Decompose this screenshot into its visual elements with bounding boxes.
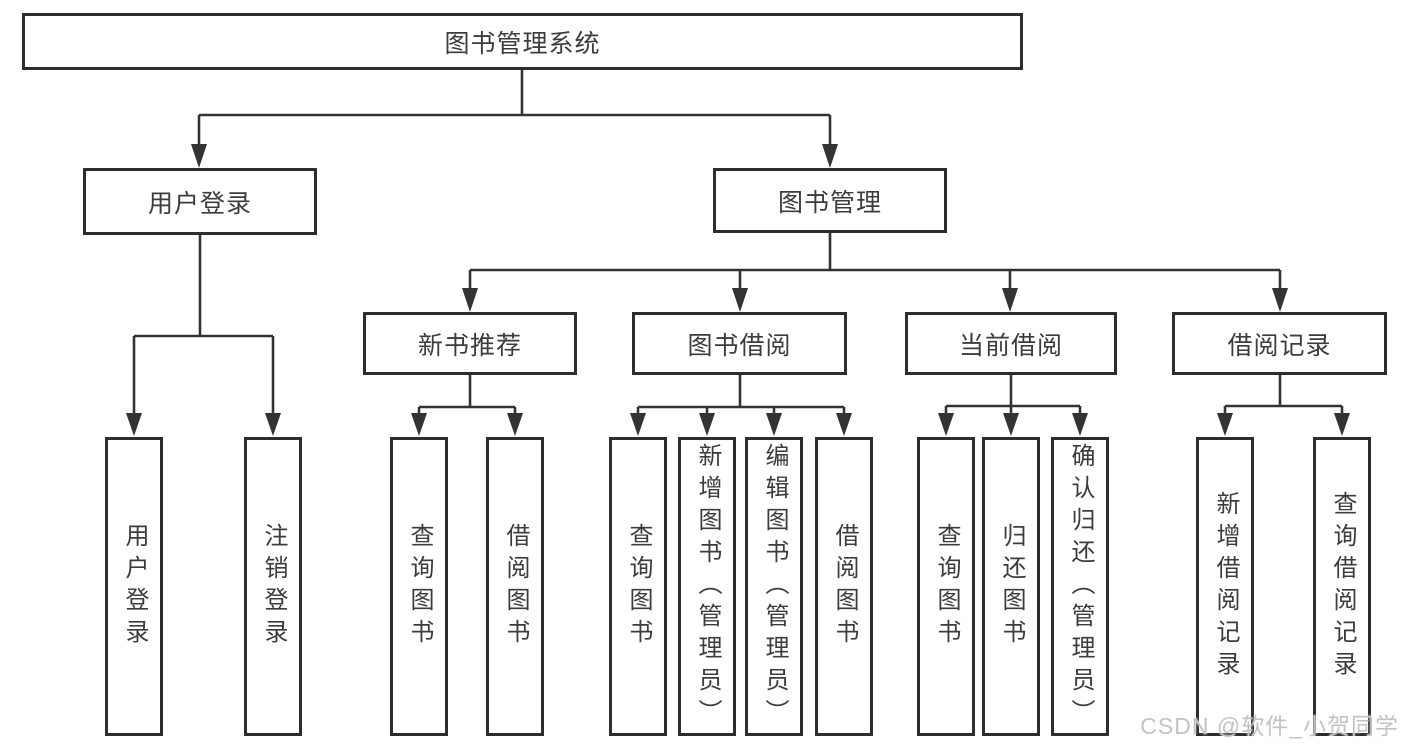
leaf-add-book-admin: 新增图书（管理员）	[678, 437, 736, 736]
connector-user-login-to-leaves	[126, 235, 281, 436]
leaf-search-book-recommend-label: 查询图书	[406, 522, 433, 651]
node-current-borrow: 当前借阅	[905, 312, 1117, 375]
node-user-login-group: 用户登录	[83, 168, 317, 235]
leaf-borrow-book-label: 借阅图书	[831, 522, 858, 651]
leaf-search-borrow-record: 查询借阅记录	[1313, 437, 1371, 736]
leaf-user-login-label: 用户登录	[121, 522, 148, 651]
node-library-system: 图书管理系统	[22, 13, 1023, 70]
leaf-search-book-recommend: 查询图书	[390, 437, 448, 736]
connector-borrow-records-to-leaves	[1217, 375, 1350, 436]
leaf-return-book-label: 归还图书	[998, 522, 1025, 651]
leaf-search-book-borrow-label: 查询图书	[625, 522, 652, 651]
connector-book-borrow-to-leaves	[630, 375, 852, 436]
node-borrow-records: 借阅记录	[1172, 312, 1387, 375]
leaf-borrow-book: 借阅图书	[815, 437, 873, 736]
leaf-logout-label: 注销登录	[260, 522, 287, 651]
leaf-return-book: 归还图书	[982, 437, 1040, 736]
leaf-user-login: 用户登录	[105, 437, 163, 736]
leaf-search-book-borrow: 查询图书	[609, 437, 667, 736]
connector-root-to-level2	[191, 70, 838, 168]
connector-current-borrow-to-leaves	[938, 375, 1088, 436]
leaf-confirm-return-admin: 确认归还（管理员）	[1051, 437, 1109, 736]
leaf-borrow-book-recommend: 借阅图书	[486, 437, 544, 736]
connector-new-book-recommend-to-leaves	[411, 375, 523, 436]
leaf-add-book-admin-label: 新增图书（管理员）	[694, 442, 721, 731]
leaf-search-book-current-label: 查询图书	[933, 522, 960, 651]
node-new-book-recommend: 新书推荐	[363, 312, 577, 375]
csdn-watermark: CSDN @软件_小贺同学	[1140, 713, 1399, 739]
node-book-management-group: 图书管理	[713, 168, 947, 233]
leaf-search-book-current: 查询图书	[917, 437, 975, 736]
node-book-borrow: 图书借阅	[632, 312, 847, 375]
leaf-borrow-book-recommend-label: 借阅图书	[502, 522, 529, 651]
leaf-logout: 注销登录	[244, 437, 302, 736]
leaf-edit-book-admin: 编辑图书（管理员）	[745, 437, 803, 736]
leaf-edit-book-admin-label: 编辑图书（管理员）	[761, 442, 788, 731]
leaf-add-borrow-record: 新增借阅记录	[1196, 437, 1254, 736]
connector-book-management-to-level3	[462, 233, 1288, 312]
leaf-confirm-return-admin-label: 确认归还（管理员）	[1067, 442, 1094, 731]
leaf-search-borrow-record-label: 查询借阅记录	[1329, 490, 1356, 683]
leaf-add-borrow-record-label: 新增借阅记录	[1212, 490, 1239, 683]
